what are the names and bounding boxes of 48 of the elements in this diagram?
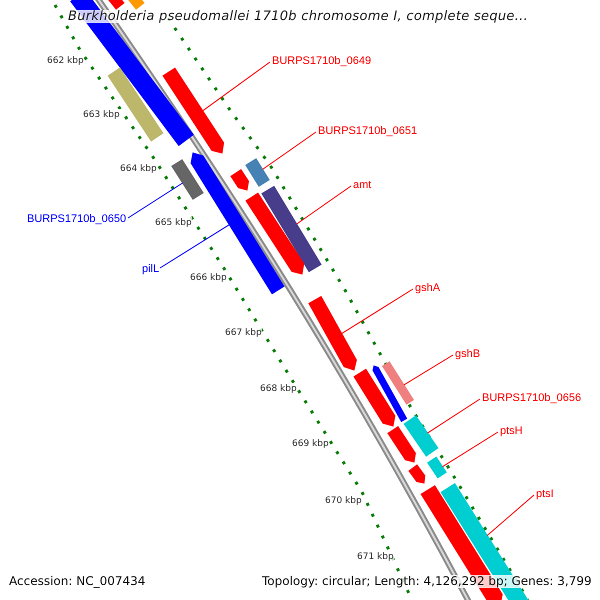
leader-line: [262, 132, 316, 170]
scale-label: 666 kbp: [190, 272, 227, 285]
gene-label: BURPS1710b_0650: [27, 213, 126, 226]
gene-block: [372, 365, 408, 422]
gene-label: ptsH: [500, 425, 523, 438]
leader-line: [442, 432, 498, 468]
gene-block: [190, 152, 285, 294]
gene-block: [404, 415, 438, 457]
gene-label: ptsI: [536, 488, 554, 501]
leader-line: [341, 288, 414, 334]
gene-label: pilL: [142, 263, 160, 276]
gene-label: gshA: [415, 282, 440, 295]
gene-block: [408, 464, 426, 484]
scale-label: 668 kbp: [260, 383, 297, 396]
scale-label: 669 kbp: [292, 438, 329, 451]
gene-label: BURPS1710b_0649: [272, 55, 372, 68]
leader-line: [160, 224, 230, 268]
gene-block: [245, 192, 304, 275]
leader-line: [128, 182, 184, 218]
gene-label: BURPS1710b_0656: [482, 392, 582, 405]
accession-label: Accession: NC_007434: [9, 575, 146, 588]
gene-block: [382, 361, 414, 405]
leader-line: [202, 62, 270, 112]
gene-block: [230, 169, 250, 191]
gene-block: [245, 158, 270, 187]
scale-label: 664 kbp: [120, 163, 157, 176]
gene-block: [162, 68, 224, 154]
scale-label: 663 kbp: [83, 109, 120, 122]
gene-label: BURPS1710b_0651: [318, 125, 418, 138]
gene-block: [353, 368, 396, 427]
gene-block: [427, 456, 447, 478]
scale-label: 665 kbp: [155, 217, 192, 230]
gene-label: amt: [353, 179, 372, 192]
leader-line: [296, 186, 352, 224]
gene-block: [261, 186, 322, 272]
scale-label: 670 kbp: [325, 495, 362, 508]
gene-block: [387, 426, 416, 463]
scale-label: 671 kbp: [357, 551, 394, 564]
genome-info-label: Topology: circular; Length: 4,126,292 bp; Genes: 3,799: [262, 575, 592, 588]
gene-block: [308, 296, 357, 371]
leader-line: [486, 494, 534, 536]
map-title: Burkholderia pseudomallei 1710b chromosome I, complete seque...: [68, 10, 528, 23]
scale-label: 662 kbp: [47, 55, 84, 68]
scale-label: 667 kbp: [225, 327, 262, 340]
gene-label: gshB: [455, 348, 480, 361]
leader-line: [403, 354, 454, 386]
gene-block: [171, 159, 204, 200]
leader-line: [427, 398, 480, 434]
